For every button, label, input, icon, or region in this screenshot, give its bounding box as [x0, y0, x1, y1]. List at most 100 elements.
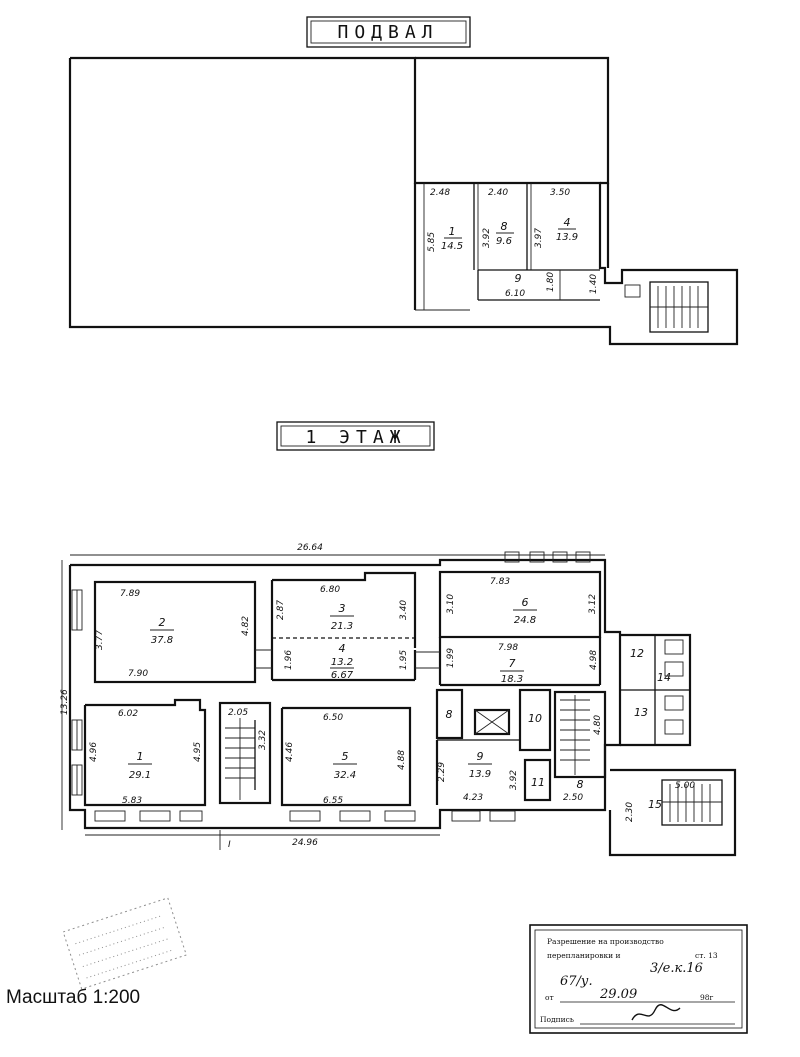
elevator-shaft [473, 708, 511, 736]
dim: 4.82 [241, 616, 251, 636]
dim: 1.96 [284, 650, 294, 670]
dim: 4.95 [193, 742, 203, 762]
dim: 2.87 [276, 600, 286, 620]
basement-room-number: 4 [564, 216, 571, 229]
room-1-walls [83, 698, 207, 807]
stamp-handwritten-ref2: 67/у. [560, 974, 593, 989]
dim: 4.88 [397, 750, 407, 770]
floor1-title-box: 1 ЭТАЖ [276, 421, 435, 451]
room-15-walls [608, 768, 737, 857]
dim: 4.98 [589, 650, 599, 670]
basement-room-area: 14.5 [441, 241, 463, 252]
signature-icon [631, 1004, 681, 1021]
basement-right-block [415, 56, 610, 185]
dim: 7.89 [120, 589, 140, 599]
stamp-handwritten-year: 98г [700, 993, 714, 1002]
overall-dim-bottom: 24.96 [292, 838, 318, 848]
room-area: 13.9 [469, 769, 491, 780]
dim: 3.77 [95, 630, 105, 650]
room-number: 9 [477, 750, 484, 763]
staircase-1 [218, 701, 272, 805]
room-6-walls [438, 570, 602, 639]
dim: 7.83 [490, 577, 510, 587]
room-number: 1 [137, 750, 144, 763]
room-number: 13 [634, 706, 648, 719]
dim: 3.40 [399, 600, 409, 620]
basement-room-number: 1 [449, 225, 456, 238]
stamp-line-4: Подпись [540, 1015, 574, 1024]
dim: 4.23 [463, 793, 483, 803]
dim: 4.80 [593, 715, 603, 735]
windows-left [71, 589, 83, 796]
dim: 3.10 [446, 594, 456, 614]
dim: 3.92 [509, 770, 519, 790]
room-area: 32.4 [334, 770, 356, 781]
overall-dim-top: 26.64 [297, 543, 323, 553]
room-11-walls [523, 758, 552, 802]
basement-room-area: 9.6 [496, 236, 512, 247]
dim: 2.30 [625, 802, 635, 822]
basement-dim: 2.48 [430, 188, 450, 198]
room-number: 15 [648, 798, 662, 811]
floor1-title: 1 ЭТАЖ [305, 427, 406, 448]
basement-dim: 3.97 [534, 228, 544, 248]
windows-top [504, 551, 591, 563]
room-area: 13.2 [331, 657, 353, 668]
dim: 3.12 [588, 594, 598, 614]
room-number: 7 [509, 657, 516, 670]
basement-dim: 1.80 [546, 272, 556, 292]
windows-bottom [94, 810, 516, 822]
basement-dim: 3.50 [550, 188, 570, 198]
room-number: 3 [339, 602, 346, 615]
dim: 6.55 [323, 796, 343, 806]
dim: 1.99 [446, 648, 456, 668]
basement-room-area: 13.9 [556, 232, 578, 243]
dim: 2.05 [228, 708, 248, 718]
stamp-line-2: перепланировки и [547, 951, 621, 960]
dim: 7.90 [128, 669, 148, 679]
dim: 5.83 [122, 796, 142, 806]
scale-label: Масштаб 1:200 [6, 987, 140, 1008]
basement-staircase [624, 281, 709, 333]
room-number: 4 [339, 642, 346, 655]
stamp-line-2b: ст. 13 [695, 951, 718, 960]
floor1-plan: 26.64 24.96 13.26 [60, 543, 737, 857]
section-mark: I [228, 840, 231, 850]
dim: 5.00 [675, 781, 695, 791]
room-area: 24.8 [514, 615, 536, 626]
basement-dim: 3.92 [482, 228, 492, 248]
stamp-line-1: Разрешение на производство [547, 937, 664, 946]
room-8-walls [435, 688, 464, 740]
room-area-secondary: 6.67 [331, 670, 354, 681]
room-2-walls [93, 580, 257, 684]
basement-plan: ПОДВАЛ 2.48 2.40 [68, 16, 739, 346]
basement-title: ПОДВАЛ [337, 22, 438, 43]
room-10-walls [518, 688, 552, 752]
dim: 2.50 [563, 793, 583, 803]
dim: 4.46 [285, 742, 295, 762]
room-area: 37.8 [151, 635, 173, 646]
basement-dim: 1.40 [589, 274, 599, 294]
room-3-walls [272, 571, 417, 648]
staircase-2-steps [560, 695, 590, 775]
room-5-walls [280, 706, 412, 807]
stamp-handwritten-date: 29.09 [599, 987, 637, 1002]
dim: 7.98 [498, 643, 518, 653]
dim: 6.80 [320, 585, 340, 595]
dim: 6.50 [323, 713, 343, 723]
room-number: 11 [531, 776, 545, 789]
room-number: 8 [446, 708, 453, 721]
basement-dim: 6.10 [505, 289, 525, 299]
staircase-3 [661, 779, 723, 826]
basement-title-box: ПОДВАЛ [306, 16, 471, 48]
room-area: 21.3 [331, 621, 353, 632]
basement-room-number: 8 [501, 220, 508, 233]
room-number: 10 [528, 712, 542, 725]
staircase-1-steps [225, 718, 256, 800]
room-number: 8 [577, 778, 584, 791]
basement-outer-wall [68, 56, 739, 346]
basement-dim: 5.85 [427, 232, 437, 252]
basement-room-number: 9 [515, 272, 522, 285]
overall-dim-left: 13.26 [60, 689, 70, 715]
